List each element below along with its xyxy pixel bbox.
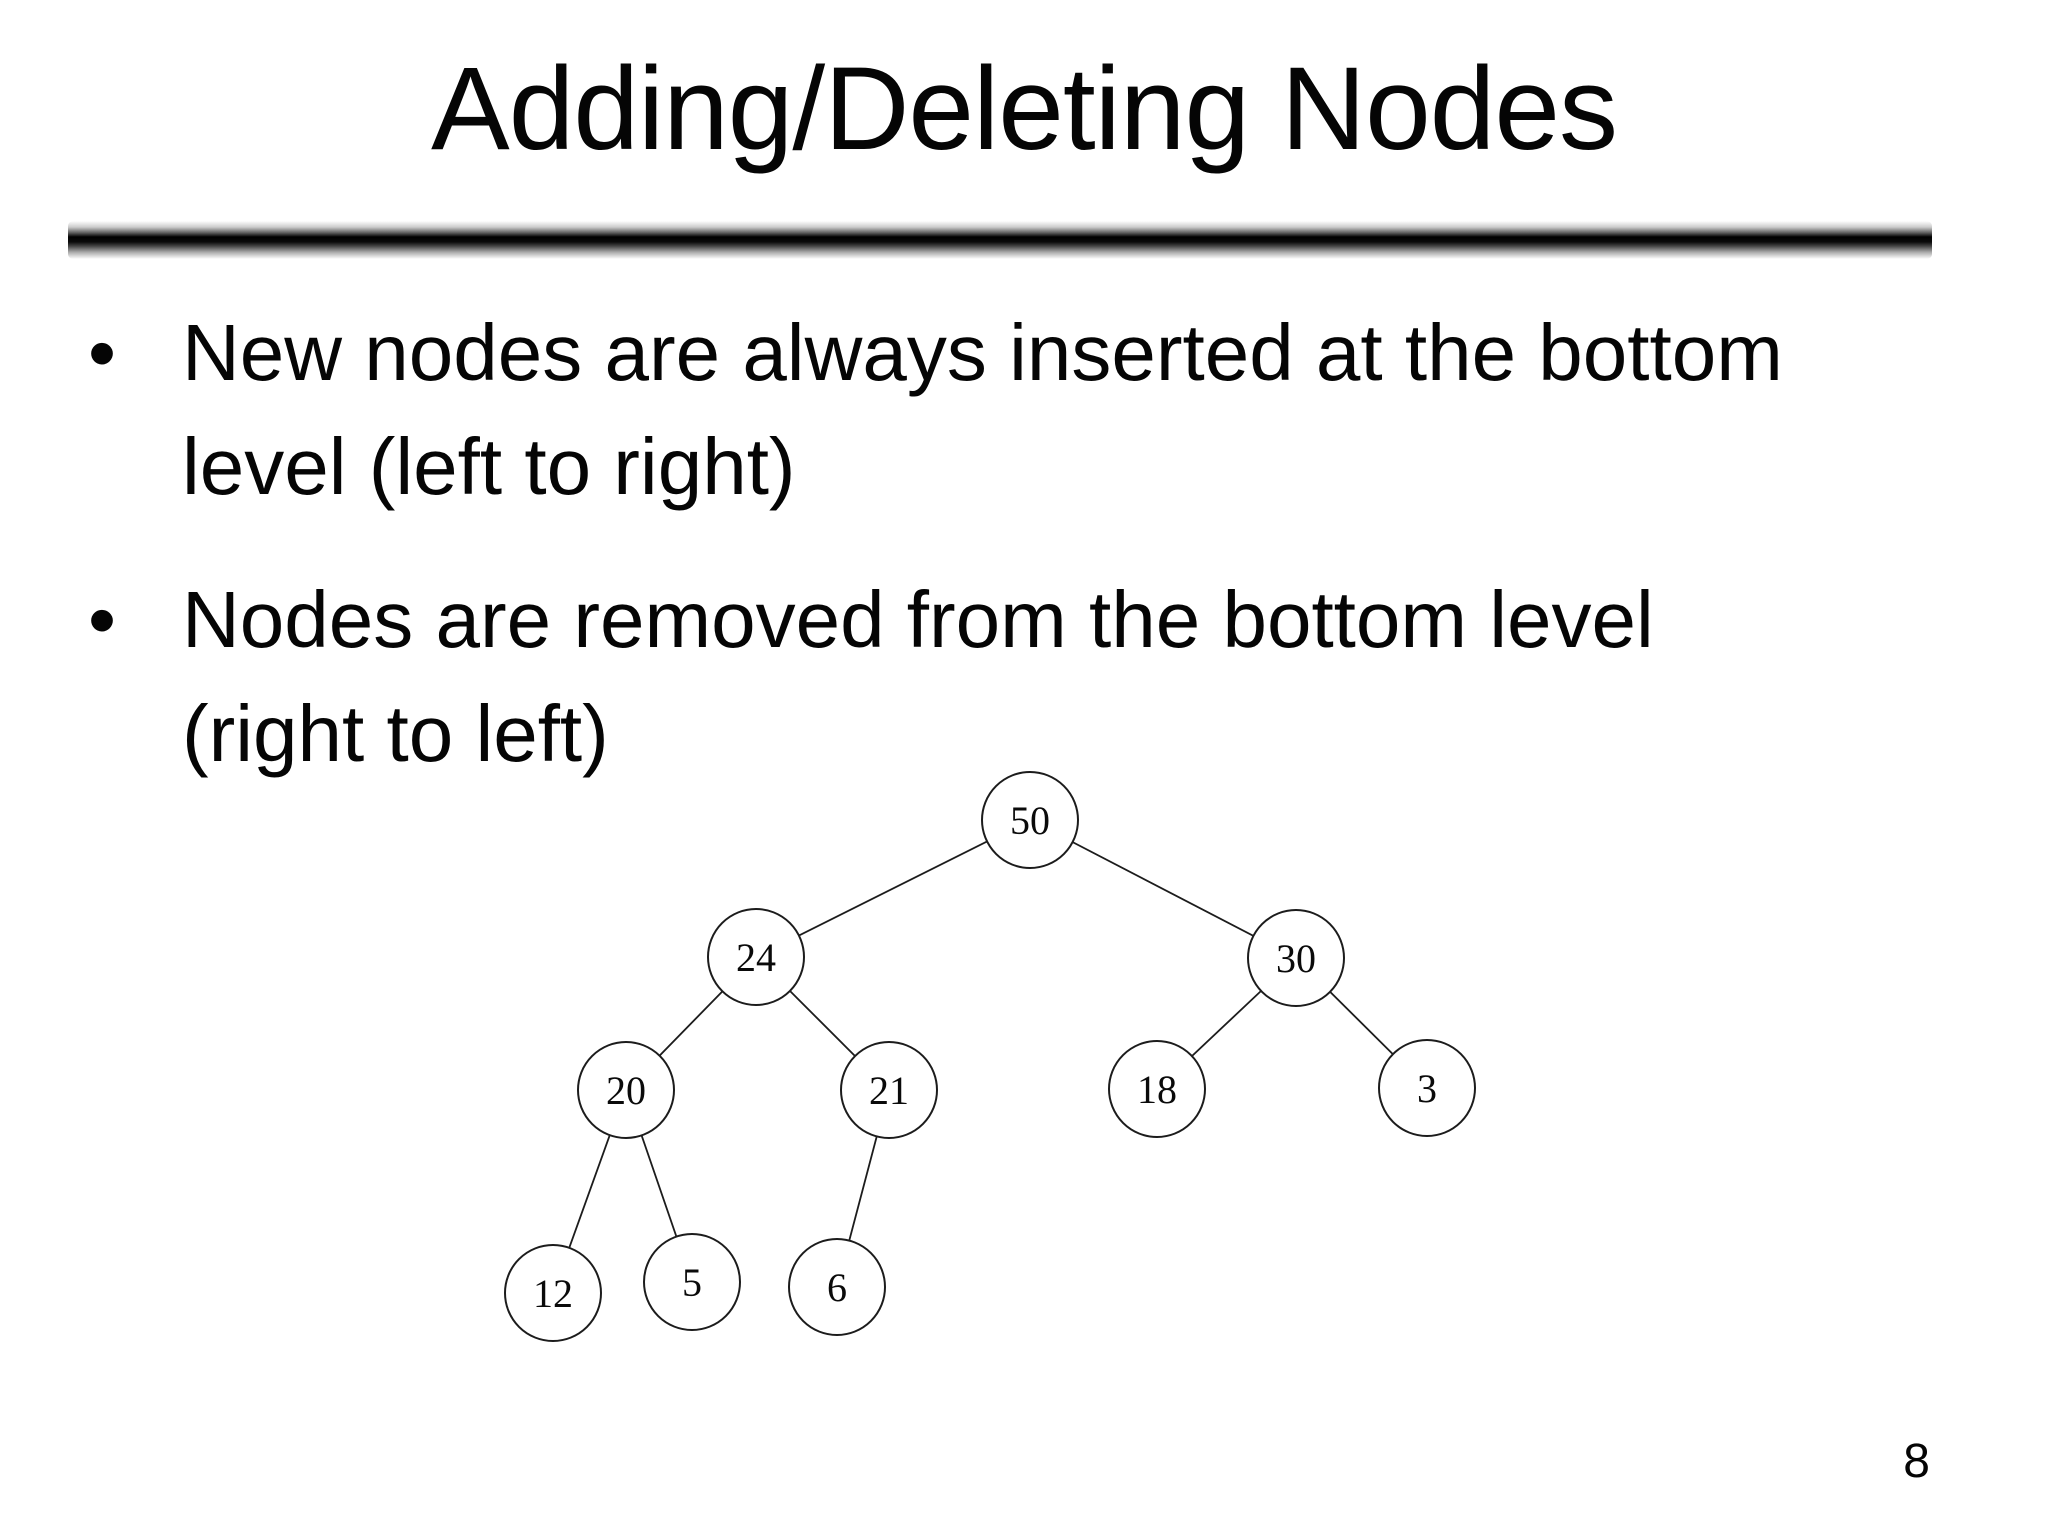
tree-node-6: 6 [788, 1238, 886, 1336]
tree-node-circle [1108, 1040, 1206, 1138]
tree-node-21: 21 [840, 1041, 938, 1139]
tree-node-label: 3 [1417, 1066, 1437, 1111]
tree-node-circle [1378, 1039, 1476, 1137]
tree-node-label: 24 [736, 935, 776, 980]
tree-node-circle [981, 771, 1079, 869]
tree-node-circle [1247, 909, 1345, 1007]
tree-node-12: 12 [504, 1244, 602, 1342]
tree-node-20: 20 [577, 1041, 675, 1139]
bullet-item-remove: • Nodes are removed from the bottom leve… [88, 563, 1820, 790]
tree-node-3: 3 [1378, 1039, 1476, 1137]
tree-node-24: 24 [707, 908, 805, 1006]
tree-node-circle [788, 1238, 886, 1336]
tree-node-label: 18 [1137, 1067, 1177, 1112]
tree-node-circle [643, 1233, 741, 1331]
tree-node-18: 18 [1108, 1040, 1206, 1138]
bullet-text-remove: Nodes are removed from the bottom level … [182, 575, 1654, 778]
tree-node-circle [504, 1244, 602, 1342]
tree-node-30: 30 [1247, 909, 1345, 1007]
tree-edge-50-30 [1029, 819, 1297, 959]
tree-node-circle [840, 1041, 938, 1139]
tree-node-label: 30 [1276, 936, 1316, 981]
tree-node-label: 50 [1010, 798, 1050, 843]
tree-node-label: 21 [869, 1068, 909, 1113]
tree-node-label: 6 [827, 1265, 847, 1310]
tree-node-circle [577, 1041, 675, 1139]
bullet-text-insert: New nodes are always inserted at the bot… [182, 308, 1783, 511]
bullet-icon: • [88, 308, 117, 397]
tree-edge-50-24 [755, 819, 1031, 958]
tree-node-label: 20 [606, 1068, 646, 1113]
tree-node-label: 5 [682, 1260, 702, 1305]
bullet-icon: • [88, 575, 117, 665]
tree-node-5: 5 [643, 1233, 741, 1331]
page-number: 8 [1903, 1435, 1930, 1488]
page-title: Adding/Deleting Nodes [430, 43, 1618, 175]
tree-node-circle [707, 908, 805, 1006]
bullet-list: • New nodes are always inserted at the b… [88, 296, 1820, 830]
bullet-item-insert: • New nodes are always inserted at the b… [88, 296, 1820, 523]
title-divider [68, 221, 1932, 259]
tree-node-50: 50 [981, 771, 1079, 869]
tree-node-label: 12 [533, 1271, 573, 1316]
